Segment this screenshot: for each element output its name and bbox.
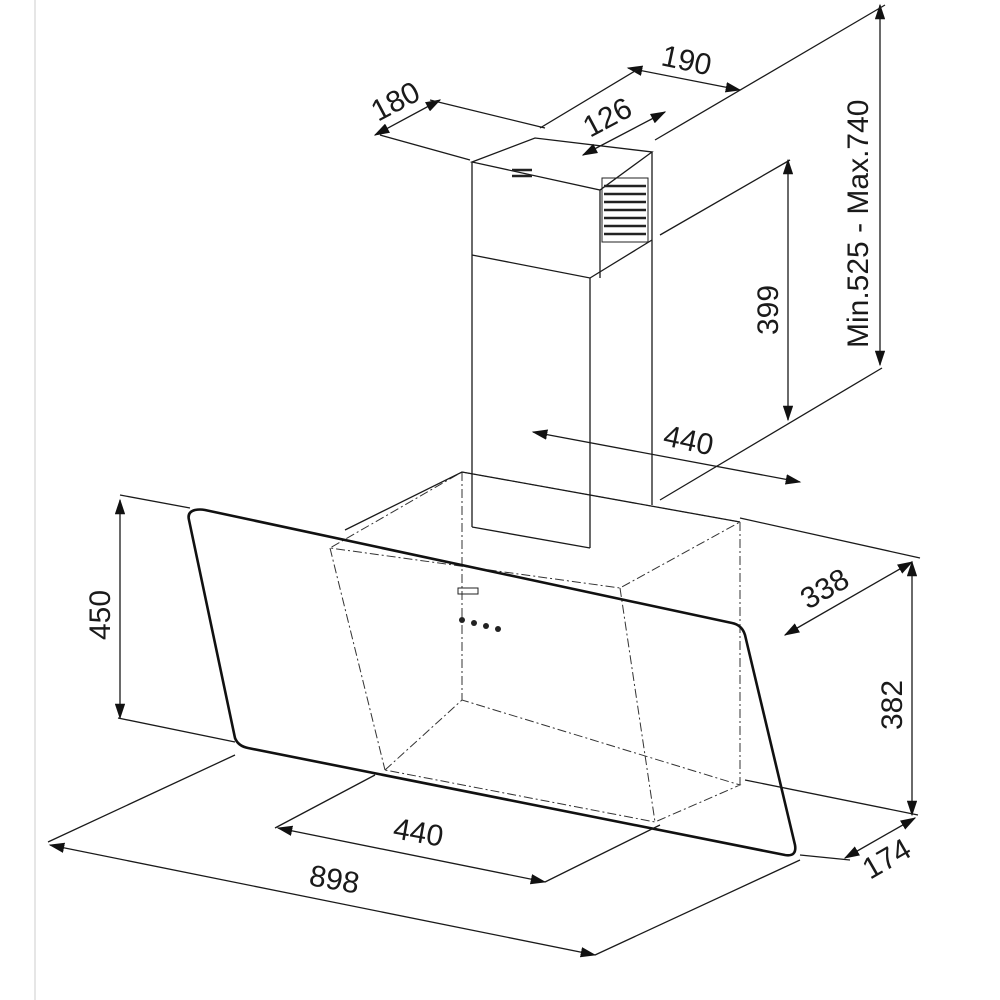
dimension-lines <box>47 3 921 958</box>
vent-grille <box>512 168 649 243</box>
dim-440-top: 440 <box>661 420 717 463</box>
dim-180: 180 <box>366 76 426 129</box>
dim-450: 450 <box>84 590 117 640</box>
dim-440-bottom: 440 <box>391 812 446 853</box>
dim-338: 338 <box>795 562 855 616</box>
hood-body <box>328 471 742 823</box>
dim-382: 382 <box>876 680 909 730</box>
glass-panel <box>187 508 797 857</box>
dim-399: 399 <box>752 285 785 335</box>
chimney <box>469 137 654 549</box>
dim-174: 174 <box>857 832 917 886</box>
dim-min-max: Min.525 - Max.740 <box>842 100 875 348</box>
dim-898: 898 <box>307 859 362 900</box>
